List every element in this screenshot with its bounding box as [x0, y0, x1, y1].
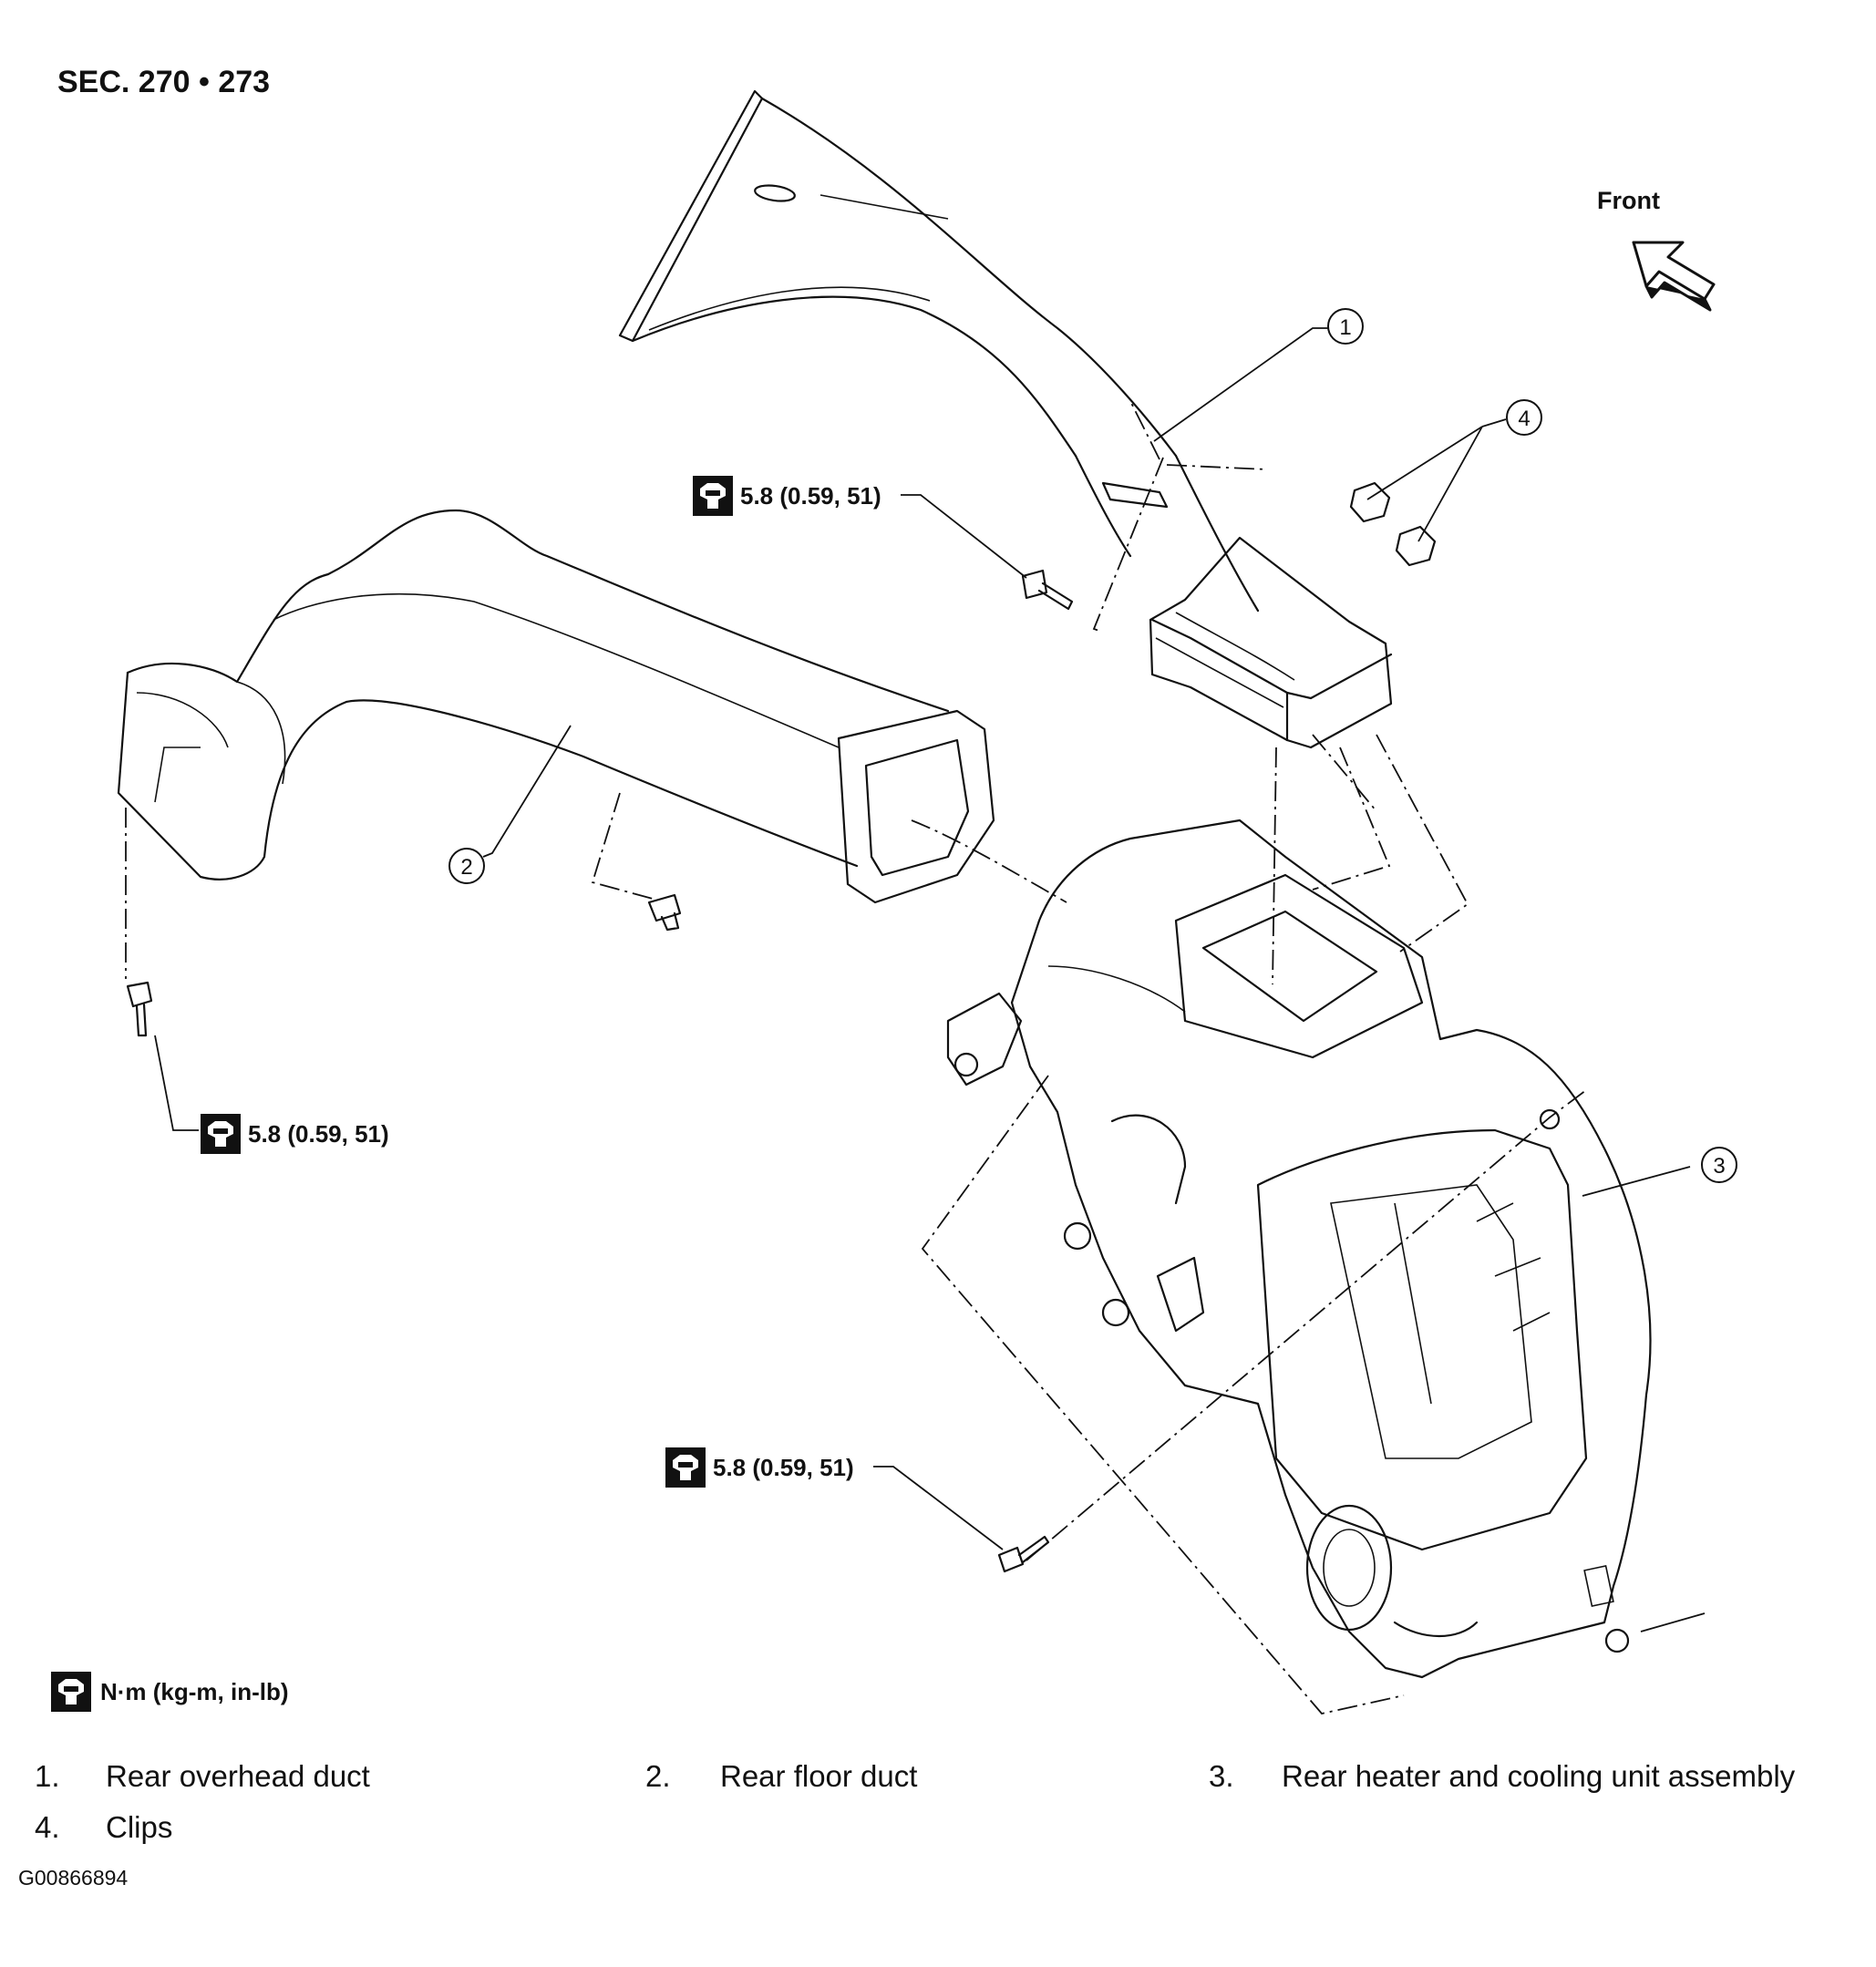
torque-wrench-icon	[51, 1672, 91, 1712]
torque-spec-lower: 5.8 (0.59, 51)	[665, 1447, 854, 1488]
clip-upper	[1349, 481, 1391, 523]
front-arrow-icon	[1632, 241, 1716, 312]
bolt-upper	[1021, 569, 1074, 611]
torque-spec-left: 5.8 (0.59, 51)	[201, 1114, 389, 1154]
units-legend-text: N·m (kg-m, in-lb)	[100, 1678, 289, 1705]
rear-overhead-duct	[618, 89, 1393, 749]
callout-4-label: 4	[1518, 407, 1530, 431]
torque-wrench-icon	[201, 1114, 241, 1154]
legend-label-2: Rear floor duct	[720, 1759, 917, 1793]
legend-label-3: Rear heater and cooling unit assembly	[1282, 1759, 1796, 1793]
torque-spec-upper: 5.8 (0.59, 51)	[693, 476, 881, 516]
torque-wrench-icon	[665, 1447, 706, 1488]
front-label: Front	[1597, 187, 1660, 214]
parts-legend: 1. Rear overhead duct 2. Rear floor duct…	[35, 1759, 1796, 1844]
legend-num-4: 4.	[35, 1810, 60, 1844]
callout-2: 2	[448, 848, 485, 884]
torque-upper-text: 5.8 (0.59, 51)	[740, 482, 881, 510]
units-legend: N·m (kg-m, in-lb)	[51, 1672, 289, 1712]
rear-heater-cooling-unit	[946, 819, 1652, 1679]
section-title: SEC. 270 • 273	[57, 65, 270, 99]
legend-num-1: 1.	[35, 1759, 60, 1793]
legend-num-2: 2.	[645, 1759, 671, 1793]
figure-id: G00866894	[18, 1866, 128, 1890]
legend-num-3: 3.	[1209, 1759, 1234, 1793]
rear-floor-duct	[117, 509, 995, 904]
pin-floor-duct	[647, 893, 682, 932]
torque-lower-text: 5.8 (0.59, 51)	[713, 1454, 854, 1481]
bolt-lower	[997, 1535, 1050, 1573]
bolt-left	[126, 981, 153, 1037]
callout-1: 1	[1327, 308, 1364, 345]
callout-4: 4	[1506, 399, 1542, 436]
torque-wrench-icon	[693, 476, 733, 516]
callout-3: 3	[1701, 1147, 1737, 1183]
callout-2-label: 2	[460, 855, 472, 880]
legend-label-4: Clips	[106, 1810, 172, 1844]
callout-1-label: 1	[1339, 315, 1351, 340]
legend-label-1: Rear overhead duct	[106, 1759, 370, 1793]
callout-3-label: 3	[1713, 1154, 1725, 1179]
clip-lower	[1395, 525, 1437, 567]
torque-left-text: 5.8 (0.59, 51)	[248, 1120, 389, 1148]
